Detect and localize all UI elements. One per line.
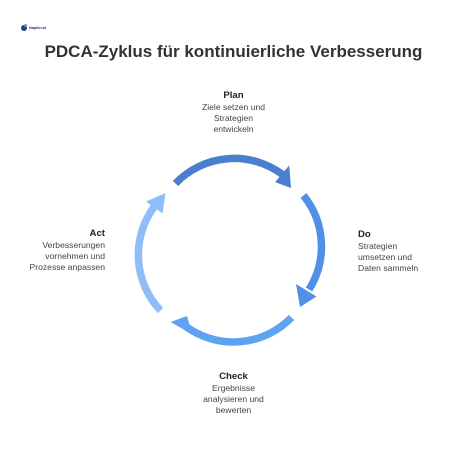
plan-arrowhead <box>275 165 291 188</box>
stage-plan-description: Ziele setzen und Strategien entwickeln <box>201 102 266 134</box>
do-arrowhead <box>296 284 317 307</box>
brand-logo: Napkin.ai <box>21 24 46 31</box>
brand-logo-icon <box>21 24 27 31</box>
stage-plan: Plan Ziele setzen und Strategien entwick… <box>176 90 291 135</box>
stage-act: Act Verbesserungen vornehmen und Prozess… <box>10 228 105 273</box>
stage-check-title: Check <box>219 371 248 382</box>
stage-check-description: Ergebnisse analysieren und bewerten <box>203 383 264 415</box>
act-arc <box>134 204 164 314</box>
stage-plan-title: Plan <box>223 90 244 101</box>
stage-do-title: Do <box>358 229 371 240</box>
stage-check: Check Ergebnisse analysieren und bewerte… <box>171 371 296 416</box>
check-arc <box>182 314 295 346</box>
stage-act-description: Verbesserungen vornehmen und Prozesse an… <box>29 240 105 272</box>
plan-arc <box>172 154 285 187</box>
stage-do-description: Strategien umsetzen und Daten sammeln <box>358 241 419 273</box>
diagram-title: PDCA-Zyklus für kontinuierliche Verbesse… <box>44 42 423 61</box>
brand-logo-text: Napkin.ai <box>29 25 46 30</box>
check-arrowhead <box>170 316 193 335</box>
do-arc <box>300 193 326 292</box>
stage-act-title: Act <box>89 228 105 239</box>
act-arrowhead <box>146 193 166 214</box>
stage-do: Do Strategien umsetzen und Daten sammeln <box>358 229 453 274</box>
